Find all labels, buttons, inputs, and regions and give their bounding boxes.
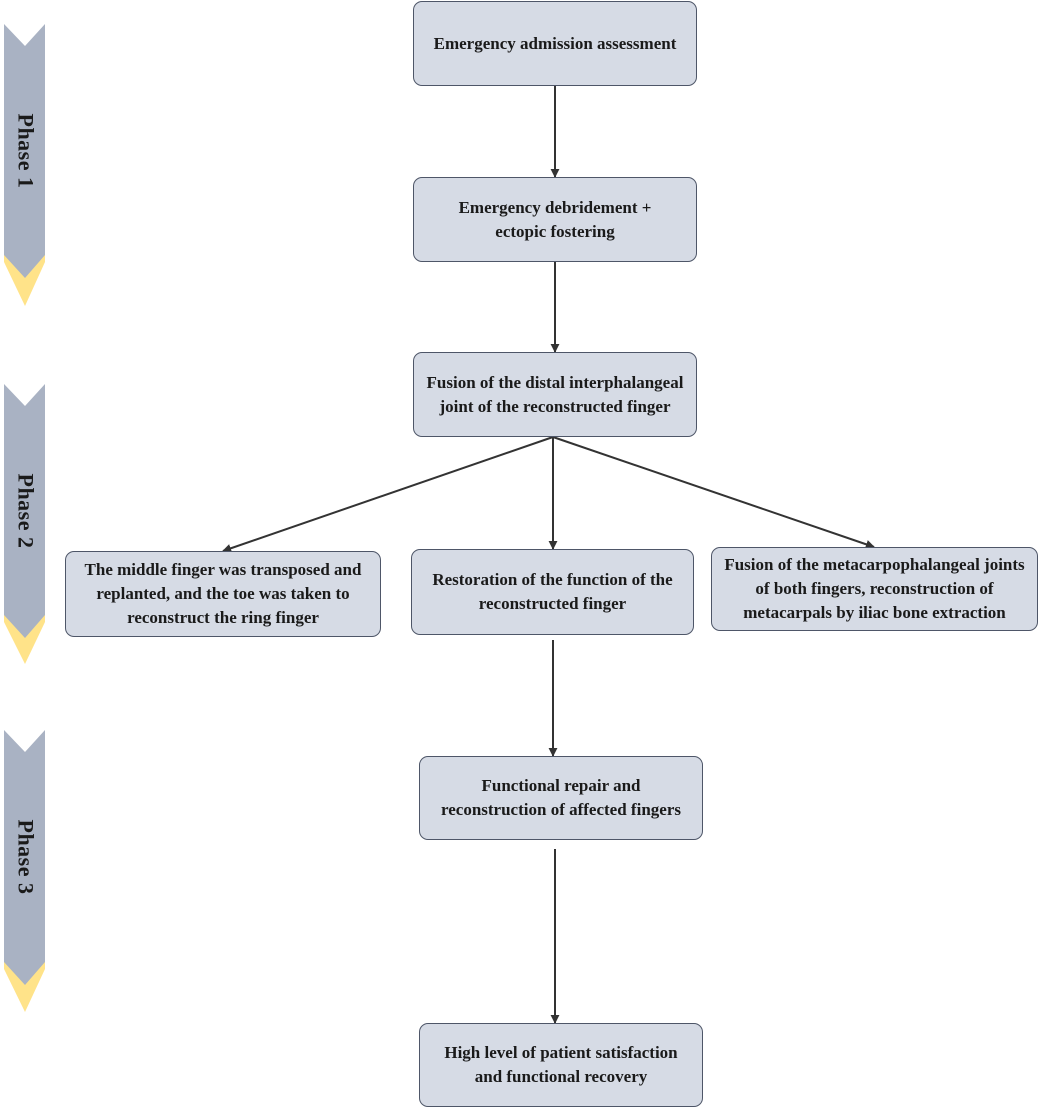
phase-label-2-text: Phase 2	[13, 473, 38, 549]
phase-tip-1	[4, 255, 45, 306]
phase-band-3	[4, 730, 45, 1012]
node-text: Restoration of the function of the recon…	[432, 570, 673, 613]
node-text: Fusion of the metacarpophalangeal joints…	[724, 555, 1025, 622]
node-emergency-admission: Emergency admission assessment	[413, 1, 697, 86]
node-middle-finger-transposition: The middle finger was transposed and rep…	[65, 551, 381, 637]
node-text: Emergency debridement + ectopic fosterin…	[458, 197, 652, 241]
node-mcp-joint-fusion: Fusion of the metacarpophalangeal joints…	[711, 547, 1038, 631]
phase-label-3-text: Phase 3	[13, 819, 38, 895]
phase-band-1	[4, 24, 45, 306]
phase-tip-3	[4, 962, 45, 1012]
node-text: Functional repair and reconstruction of …	[441, 776, 681, 819]
node-dip-joint-fusion: Fusion of the distal interphalangeal joi…	[413, 352, 697, 437]
node-text: Fusion of the distal interphalangeal joi…	[426, 372, 684, 416]
phase-label-1: Phase 1	[3, 46, 47, 256]
phase-label-2: Phase 2	[3, 406, 47, 616]
phase-label-1-text: Phase 1	[13, 113, 38, 189]
arrow-n3-n4	[222, 436, 554, 553]
phase-tip-2	[4, 615, 45, 664]
phase-chevron-3	[4, 730, 45, 985]
node-functional-repair: Functional repair and reconstruction of …	[419, 756, 703, 840]
arrows	[222, 86, 875, 1024]
node-text: Emergency admission assessment	[433, 33, 677, 53]
arrow-n3-n6	[552, 436, 875, 549]
node-text: The middle finger was transposed and rep…	[84, 560, 362, 627]
node-emergency-debridement: Emergency debridement + ectopic fosterin…	[413, 177, 697, 262]
phase-chevron-2	[4, 384, 45, 638]
phase-band-2	[4, 384, 45, 664]
node-restoration-of-function: Restoration of the function of the recon…	[411, 549, 694, 635]
node-patient-satisfaction: High level of patient satisfaction and f…	[419, 1023, 703, 1107]
phase-label-3: Phase 3	[3, 752, 47, 962]
node-text: High level of patient satisfaction and f…	[444, 1043, 678, 1086]
phase-chevron-1	[4, 24, 45, 278]
